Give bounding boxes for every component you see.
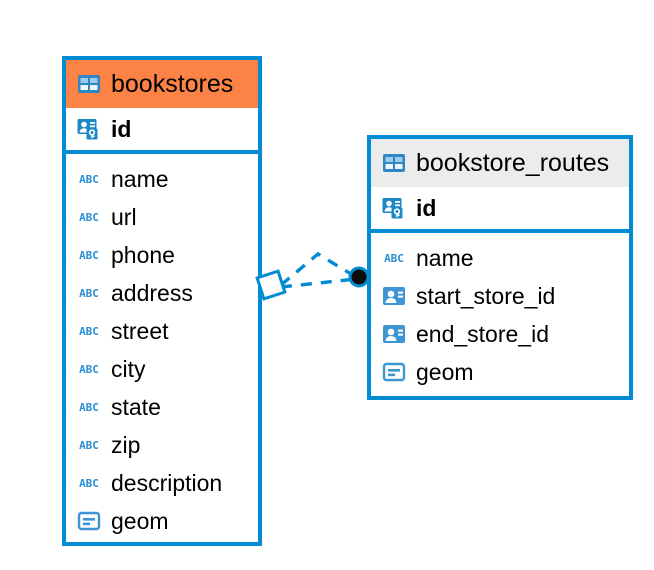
svg-text:ABC: ABC	[79, 401, 99, 414]
text-type-icon: ABC	[76, 394, 102, 420]
field-row-start-store-id[interactable]: start_store_id	[371, 277, 629, 315]
table-icon	[76, 71, 102, 97]
svg-text:ABC: ABC	[384, 252, 404, 265]
field-row-end-store-id[interactable]: end_store_id	[371, 315, 629, 353]
primary-key-icon	[76, 116, 102, 142]
svg-text:ABC: ABC	[79, 325, 99, 338]
field-row-description[interactable]: ABC description	[66, 464, 258, 502]
field-label: geom	[111, 507, 169, 534]
svg-text:ABC: ABC	[79, 287, 99, 300]
field-label: name	[416, 244, 474, 271]
field-label: zip	[111, 431, 141, 458]
foreign-key-icon	[381, 283, 407, 309]
field-label: state	[111, 393, 161, 420]
field-label: street	[111, 317, 169, 344]
field-label: address	[111, 279, 193, 306]
text-type-icon: ABC	[76, 432, 102, 458]
relationship-line-upper	[279, 251, 357, 287]
geometry-type-icon	[381, 359, 407, 385]
entity-title: bookstores	[111, 69, 234, 98]
field-list-bookstores: ABC name ABC url ABC p	[66, 154, 258, 546]
field-row-address[interactable]: ABC address	[66, 274, 258, 312]
field-row-state[interactable]: ABC state	[66, 388, 258, 426]
text-type-icon: ABC	[76, 242, 102, 268]
field-row-geom[interactable]: geom	[66, 502, 258, 540]
relationship-target-marker-circle	[348, 266, 370, 288]
svg-text:ABC: ABC	[79, 439, 99, 452]
field-label: city	[111, 355, 146, 382]
text-type-icon: ABC	[381, 245, 407, 271]
field-label: url	[111, 203, 137, 230]
entity-bookstores[interactable]: bookstores id	[62, 56, 262, 546]
svg-text:ABC: ABC	[79, 211, 99, 224]
field-row-primary-key[interactable]: id	[371, 187, 629, 233]
field-list-bookstore-routes: ABC name start_store_id	[371, 233, 629, 397]
field-label: id	[111, 115, 132, 142]
field-row-url[interactable]: ABC url	[66, 198, 258, 236]
field-row-street[interactable]: ABC street	[66, 312, 258, 350]
field-row-geom[interactable]: geom	[371, 353, 629, 391]
field-row-zip[interactable]: ABC zip	[66, 426, 258, 464]
foreign-key-icon	[381, 321, 407, 347]
field-row-phone[interactable]: ABC phone	[66, 236, 258, 274]
text-type-icon: ABC	[76, 470, 102, 496]
field-label: phone	[111, 241, 175, 268]
entity-header-bookstores[interactable]: bookstores	[66, 60, 258, 108]
field-row-primary-key[interactable]: id	[66, 108, 258, 154]
svg-text:ABC: ABC	[79, 477, 99, 490]
entity-title: bookstore_routes	[416, 148, 610, 177]
field-label: description	[111, 469, 223, 496]
field-label: name	[111, 165, 169, 192]
entity-bookstore-routes[interactable]: bookstore_routes id	[367, 135, 633, 400]
relationship-line-lower	[280, 277, 357, 289]
field-row-name[interactable]: ABC name	[371, 239, 629, 277]
geometry-type-icon	[76, 508, 102, 534]
text-type-icon: ABC	[76, 204, 102, 230]
field-row-name[interactable]: ABC name	[66, 160, 258, 198]
table-icon	[381, 150, 407, 176]
primary-key-icon	[381, 195, 407, 221]
field-row-city[interactable]: ABC city	[66, 350, 258, 388]
svg-text:ABC: ABC	[79, 363, 99, 376]
text-type-icon: ABC	[76, 280, 102, 306]
field-label: geom	[416, 358, 474, 385]
field-label: start_store_id	[416, 282, 556, 309]
svg-text:ABC: ABC	[79, 249, 99, 262]
text-type-icon: ABC	[76, 356, 102, 382]
svg-text:ABC: ABC	[79, 173, 99, 186]
text-type-icon: ABC	[76, 166, 102, 192]
field-label: end_store_id	[416, 320, 549, 347]
entity-header-bookstore-routes[interactable]: bookstore_routes	[371, 139, 629, 187]
field-label: id	[416, 194, 437, 221]
text-type-icon: ABC	[76, 318, 102, 344]
